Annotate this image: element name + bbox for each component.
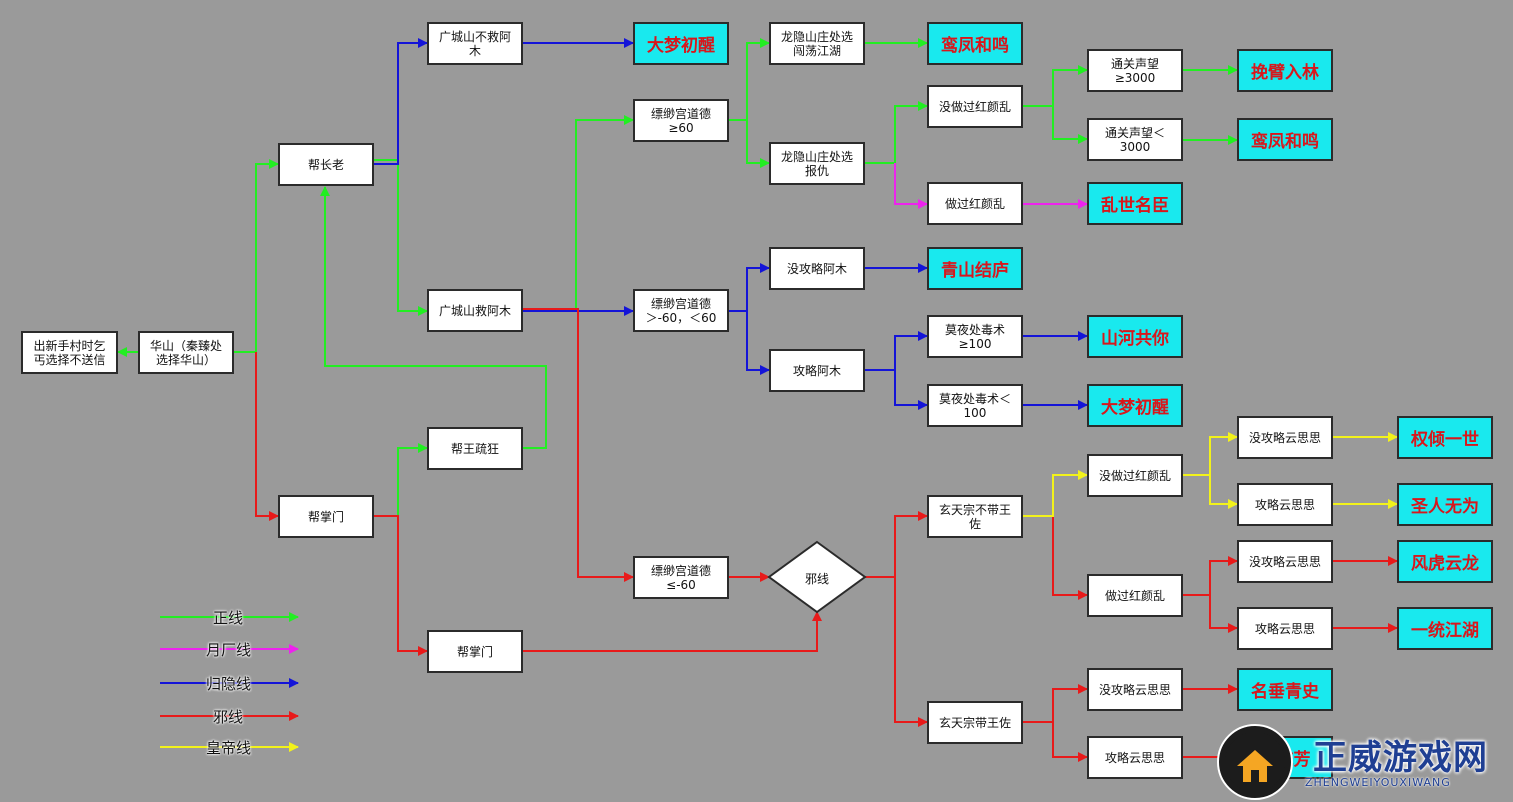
edge-xuanbu-zuo [1023,515,1088,600]
edge-xuanbu-mei [1023,470,1088,517]
edge-zhanglao-jiu [374,159,428,316]
node-tg-lt3000: 通关声望＜ 3000 [1087,118,1183,161]
ending-qingshan: 青山结庐 [927,247,1023,290]
edge-wang-zhanglao [320,186,547,449]
watermark-logo-icon [1217,724,1293,800]
edge-gl-myc100 [865,331,928,371]
legend-label-xie: 邪线 [213,708,244,726]
node-zuo-hongyan-1: 做过红颜乱 [927,182,1023,225]
ending-fenghu: 风虎云龙 [1397,540,1493,583]
edge-zuo2-yss2 [1209,595,1238,633]
edge-diamond-xuandai [894,577,928,727]
node-mei-hongyan-1: 没做过红颜乱 [927,85,1023,128]
edge-mei2-yss [1183,432,1238,476]
node-bang-zhangmen-1: 帮掌门 [278,495,374,538]
legend-label-yuechang: 月厂线 [206,641,252,659]
edge-mmgmid-gl [746,311,770,375]
node-yss-3: 攻略云思思 [1087,736,1183,779]
ending-damengchuxing-1: 大梦初醒 [633,22,729,65]
watermark-subtitle: ZHENGWEIYOUXIWANG [1305,776,1451,789]
edge-zhangmen-wang [374,443,428,517]
node-gcs-bujiu: 广城山不救阿 木 [427,22,523,65]
edge-huashan-zhangmen [255,352,279,521]
node-mei-yss-3: 没攻略云思思 [1087,668,1183,711]
ending-luanfeng-2: 鸾凤和鸣 [1237,118,1333,161]
node-gcs-jiu: 广城山救阿木 [427,289,523,332]
node-xuantian-dai: 玄天宗带王佐 [927,701,1023,744]
node-mei-gonglue-amu: 没攻略阿木 [769,247,865,290]
edge-baochou-zuo [894,163,928,209]
node-mei-yss-2: 没攻略云思思 [1237,540,1333,583]
legend-label-guiyin: 归隐线 [206,675,252,693]
edge-baochou-mei [865,101,928,164]
ending-luanfeng-1: 鸾凤和鸣 [927,22,1023,65]
edge-zhangmen-zhangmen2 [374,515,428,656]
node-zuo-hongyan-2: 做过红颜乱 [1087,574,1183,617]
edge-mmg60-baochou [746,120,770,168]
edge-mmgmid-mei [729,263,770,312]
watermark: 正威游戏网 ZHENGWEIYOUXIWANG [1215,722,1505,800]
ending-shengren: 圣人无为 [1397,483,1493,526]
ending-yitong: 一统江湖 [1397,607,1493,650]
edge-mmg60-jianghu [729,38,770,121]
edge-jiu-mmg60 [575,115,634,311]
node-myc-lt100: 莫夜处毒术＜ 100 [927,384,1023,427]
node-bang-zhangmen-2: 帮掌门 [427,630,523,673]
ending-wanbi: 挽臂入林 [1237,49,1333,92]
edge-xuandai-mei [1023,684,1088,723]
ending-damengchuxing-2: 大梦初醒 [1087,384,1183,427]
node-mei-hongyan-2: 没做过红颜乱 [1087,454,1183,497]
node-mmg-mid: 缥缈宫道德 ＞-60，＜60 [633,289,729,332]
node-xuantian-bu: 玄天宗不带王 佐 [927,495,1023,538]
edge-xuandai-yss [1052,722,1088,762]
legend-label-zheng: 正线 [213,609,244,627]
decision-diamond [767,540,867,614]
node-mei-yss-1: 没攻略云思思 [1237,416,1333,459]
node-bang-zhanglao: 帮长老 [278,143,374,186]
edge-zuo2-mei3 [1183,556,1238,596]
node-gonglue-amu: 攻略阿木 [769,349,865,392]
node-start: 出新手村时乞 丐选择不送信 [21,331,118,374]
node-bang-wangshukuang: 帮王疏狂 [427,427,523,470]
edge-mei-tglt [1052,106,1088,144]
edge-zhanglao-bujiu [374,38,428,165]
edge-mei-tg3000 [1023,65,1088,107]
decision-diamond-label: 邪线 [804,572,829,586]
legend-label-huangdi: 皇帝线 [206,739,252,757]
ending-luanshi: 乱世名臣 [1087,182,1183,225]
edge-diamond-xuanbu [865,511,928,578]
watermark-title: 正威游戏网 [1313,738,1488,778]
edge-jiu-mmgneg [523,308,634,582]
edge-mei2-yss-b [1209,475,1238,509]
node-mmg-ge60: 缥缈宫道德 ≥60 [633,99,729,142]
edge-gl-myclt [894,370,928,410]
ending-shanhe: 山河共你 [1087,315,1183,358]
edge-zhangmen2-diamond [523,611,822,652]
node-lyszc-baochou: 龙隐山庄处选 报仇 [769,142,865,185]
ending-mingchui: 名垂青史 [1237,668,1333,711]
node-myc-ge100: 莫夜处毒术 ≥100 [927,315,1023,358]
node-mmg-le-neg60: 缥缈宫道德 ≤-60 [633,556,729,599]
node-yss-1: 攻略云思思 [1237,483,1333,526]
node-tg-ge3000: 通关声望 ≥3000 [1087,49,1183,92]
edge-huashan-zhanglao [234,159,279,353]
ending-quanqing: 权倾一世 [1397,416,1493,459]
node-lyszc-jianghu: 龙隐山庄处选 闯荡江湖 [769,22,865,65]
node-yss-2: 攻略云思思 [1237,607,1333,650]
node-huashan: 华山（秦臻处 选择华山） [138,331,234,374]
